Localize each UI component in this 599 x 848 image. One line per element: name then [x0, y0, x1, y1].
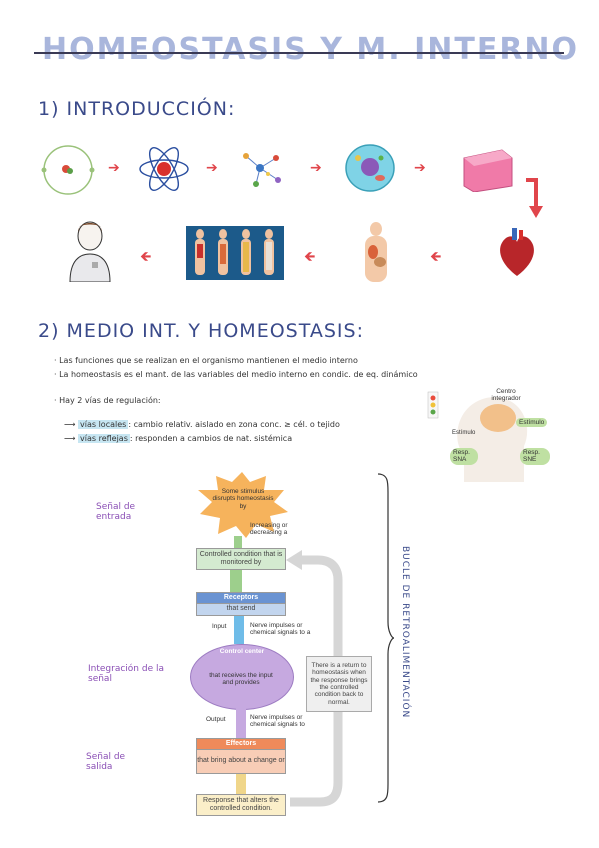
nerve-in-text: Nerve impulses or chemical signals to a	[250, 622, 311, 637]
route-term: vías locales	[78, 420, 129, 429]
receptors-sub: that send	[196, 604, 286, 616]
feedback-box: There is a return to homeostasis when th…	[306, 656, 372, 712]
output-label: Output	[206, 716, 226, 723]
effectors-title: Effectors	[196, 738, 286, 750]
input-label: Input	[212, 623, 227, 630]
arrow-down-icon	[526, 178, 543, 218]
route-desc: : cambio relativ. aislado en zona conc. …	[128, 420, 340, 429]
arrow-right-icon: ⟶	[64, 420, 79, 429]
brain-label: Resp. SNE	[520, 448, 550, 465]
title-strikethrough	[34, 52, 564, 54]
regulation-intro: · Hay 2 vías de regulación:	[54, 396, 161, 405]
bullet-text: · Las funciones que se realizan en el or…	[54, 356, 358, 365]
route-term: vías reflejas	[78, 434, 130, 443]
brace	[377, 473, 394, 803]
controlled-condition-box: Controlled condition that is monitored b…	[196, 548, 286, 570]
arrow-left-icon: 🡸	[430, 249, 442, 265]
flow-arrow	[236, 708, 246, 738]
organ-system-illustration	[365, 222, 387, 282]
arrow-left-icon: 🡸	[304, 249, 316, 265]
brain-label: Centro integrador	[491, 388, 521, 403]
control-sub: that receives the input and provides	[209, 672, 273, 687]
nerve-out-text: Nerve impulses or chemical signals to	[250, 714, 305, 729]
route-item: ⟶ vías reflejas: responden a cambios de …	[64, 434, 292, 443]
arrow-right-icon: ➔	[108, 160, 120, 176]
flow-arrow	[230, 570, 242, 592]
flow-arrow	[234, 536, 242, 550]
bullet-text: · La homeostasis es el mant. de las vari…	[54, 370, 418, 379]
section1-heading: 1) INTRODUCCIÓN:	[38, 98, 236, 120]
arrow-right-icon: ➔	[414, 160, 426, 176]
organism-systems-illustration	[186, 226, 284, 280]
increasing-text: Increasing or decreasing a	[250, 522, 288, 537]
person-illustration	[69, 221, 111, 282]
route-desc: : responden a cambios de nat. sistémica	[129, 434, 293, 443]
tissue-illustration	[463, 149, 513, 192]
stimulus-text: Some stimulus disrupts homeostasis by	[212, 488, 274, 510]
stimulus-burst	[198, 472, 288, 538]
flow-arrow	[234, 616, 244, 644]
receptors-title: Receptors	[196, 592, 286, 604]
arrow-left-icon: 🡸	[140, 249, 152, 265]
route-item: ⟶ vías locales: cambio relativ. aislado …	[64, 420, 340, 429]
annotation-salida: Señal de salida	[86, 752, 126, 772]
annotation-entrada: Señal de entrada	[96, 502, 136, 522]
effectors-sub: that bring about a change or	[196, 750, 286, 774]
atom-illustration	[139, 147, 189, 191]
section2-heading: 2) MEDIO INT. Y HOMEOSTASIS:	[38, 320, 364, 342]
brain-label: Resp. SNA	[450, 448, 478, 465]
cell-illustration	[345, 144, 395, 192]
control-title: Control center	[219, 648, 265, 655]
arrow-right-icon: ➔	[206, 160, 218, 176]
nervous-system-diagram: Centro integrador Estímulo Estímulo Resp…	[424, 384, 558, 482]
molecule-illustration	[243, 153, 281, 187]
feedback-loop-label: BUCLE DE RETROALIMENTACIÓN	[400, 546, 410, 719]
flow-arrow	[236, 774, 246, 794]
page-title: HOMEOSTASIS Y M. INTERNO	[42, 32, 580, 67]
heart-illustration	[500, 228, 534, 276]
brain-label: Estímulo	[452, 430, 476, 436]
annotation-integracion: Integración de la señal	[88, 664, 164, 684]
arrow-right-icon: ⟶	[64, 434, 79, 443]
quark-illustration	[41, 145, 95, 195]
arrow-right-icon: ➔	[310, 160, 322, 176]
response-box: Response that alters the controlled cond…	[196, 794, 286, 816]
brain-label: Estímulo	[516, 418, 548, 428]
